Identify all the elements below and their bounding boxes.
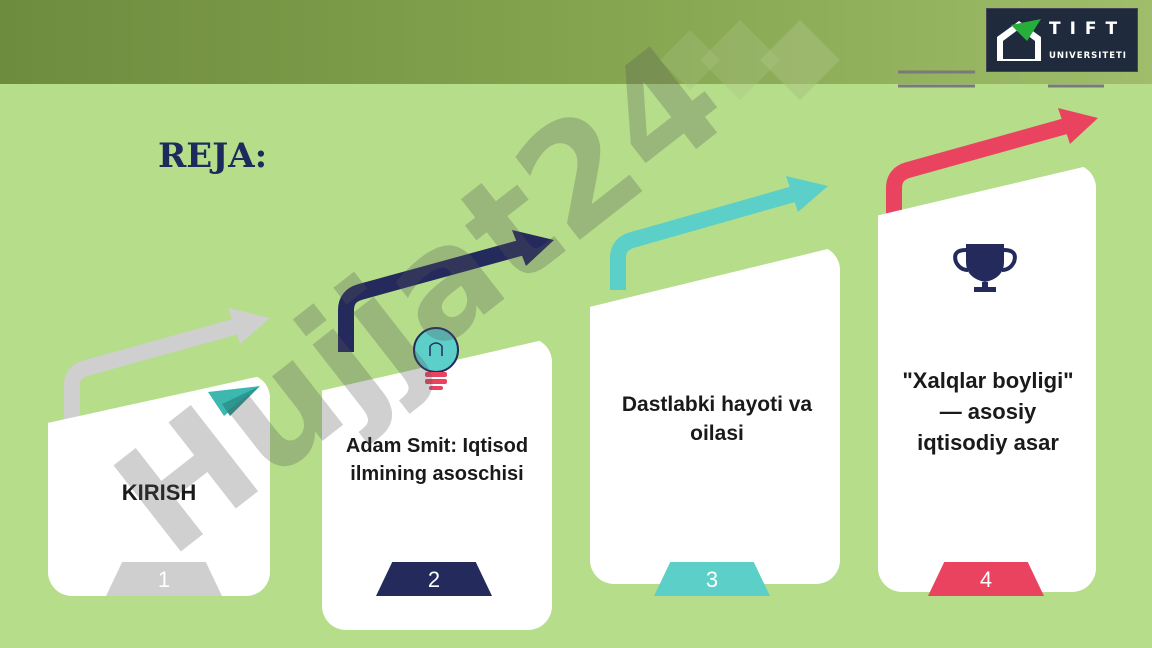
trophy-icon — [953, 244, 1017, 292]
step-label-2: Adam Smit: Iqtisod ilmining asoschisi — [345, 435, 529, 485]
slide-title: REJA: — [158, 136, 268, 176]
university-logo: TIFT UNIVERSITETI — [986, 8, 1138, 72]
step-card-3 — [590, 246, 840, 584]
logo-subtitle: UNIVERSITETI — [1049, 51, 1127, 61]
paper-plane-icon — [208, 386, 260, 416]
lightbulb-icon — [413, 327, 459, 390]
logo-emblem-icon — [997, 19, 1041, 61]
step-card-4 — [878, 164, 1096, 592]
banner-decoration — [660, 20, 1104, 100]
step-label-3: Dastlabki hayoti va oilasi — [621, 393, 813, 446]
step-label-4: "Xalqlar boyligi" — asosiy iqtisodiy asa… — [902, 368, 1074, 455]
step-number-1: 1 — [106, 562, 222, 596]
step-number-2: 2 — [376, 562, 492, 596]
step-label-1: KIRISH — [121, 480, 197, 505]
logo-name: TIFT — [1049, 19, 1127, 39]
top-banner — [0, 0, 1152, 84]
step-number-4: 4 — [928, 562, 1044, 596]
step-number-3: 3 — [654, 562, 770, 596]
